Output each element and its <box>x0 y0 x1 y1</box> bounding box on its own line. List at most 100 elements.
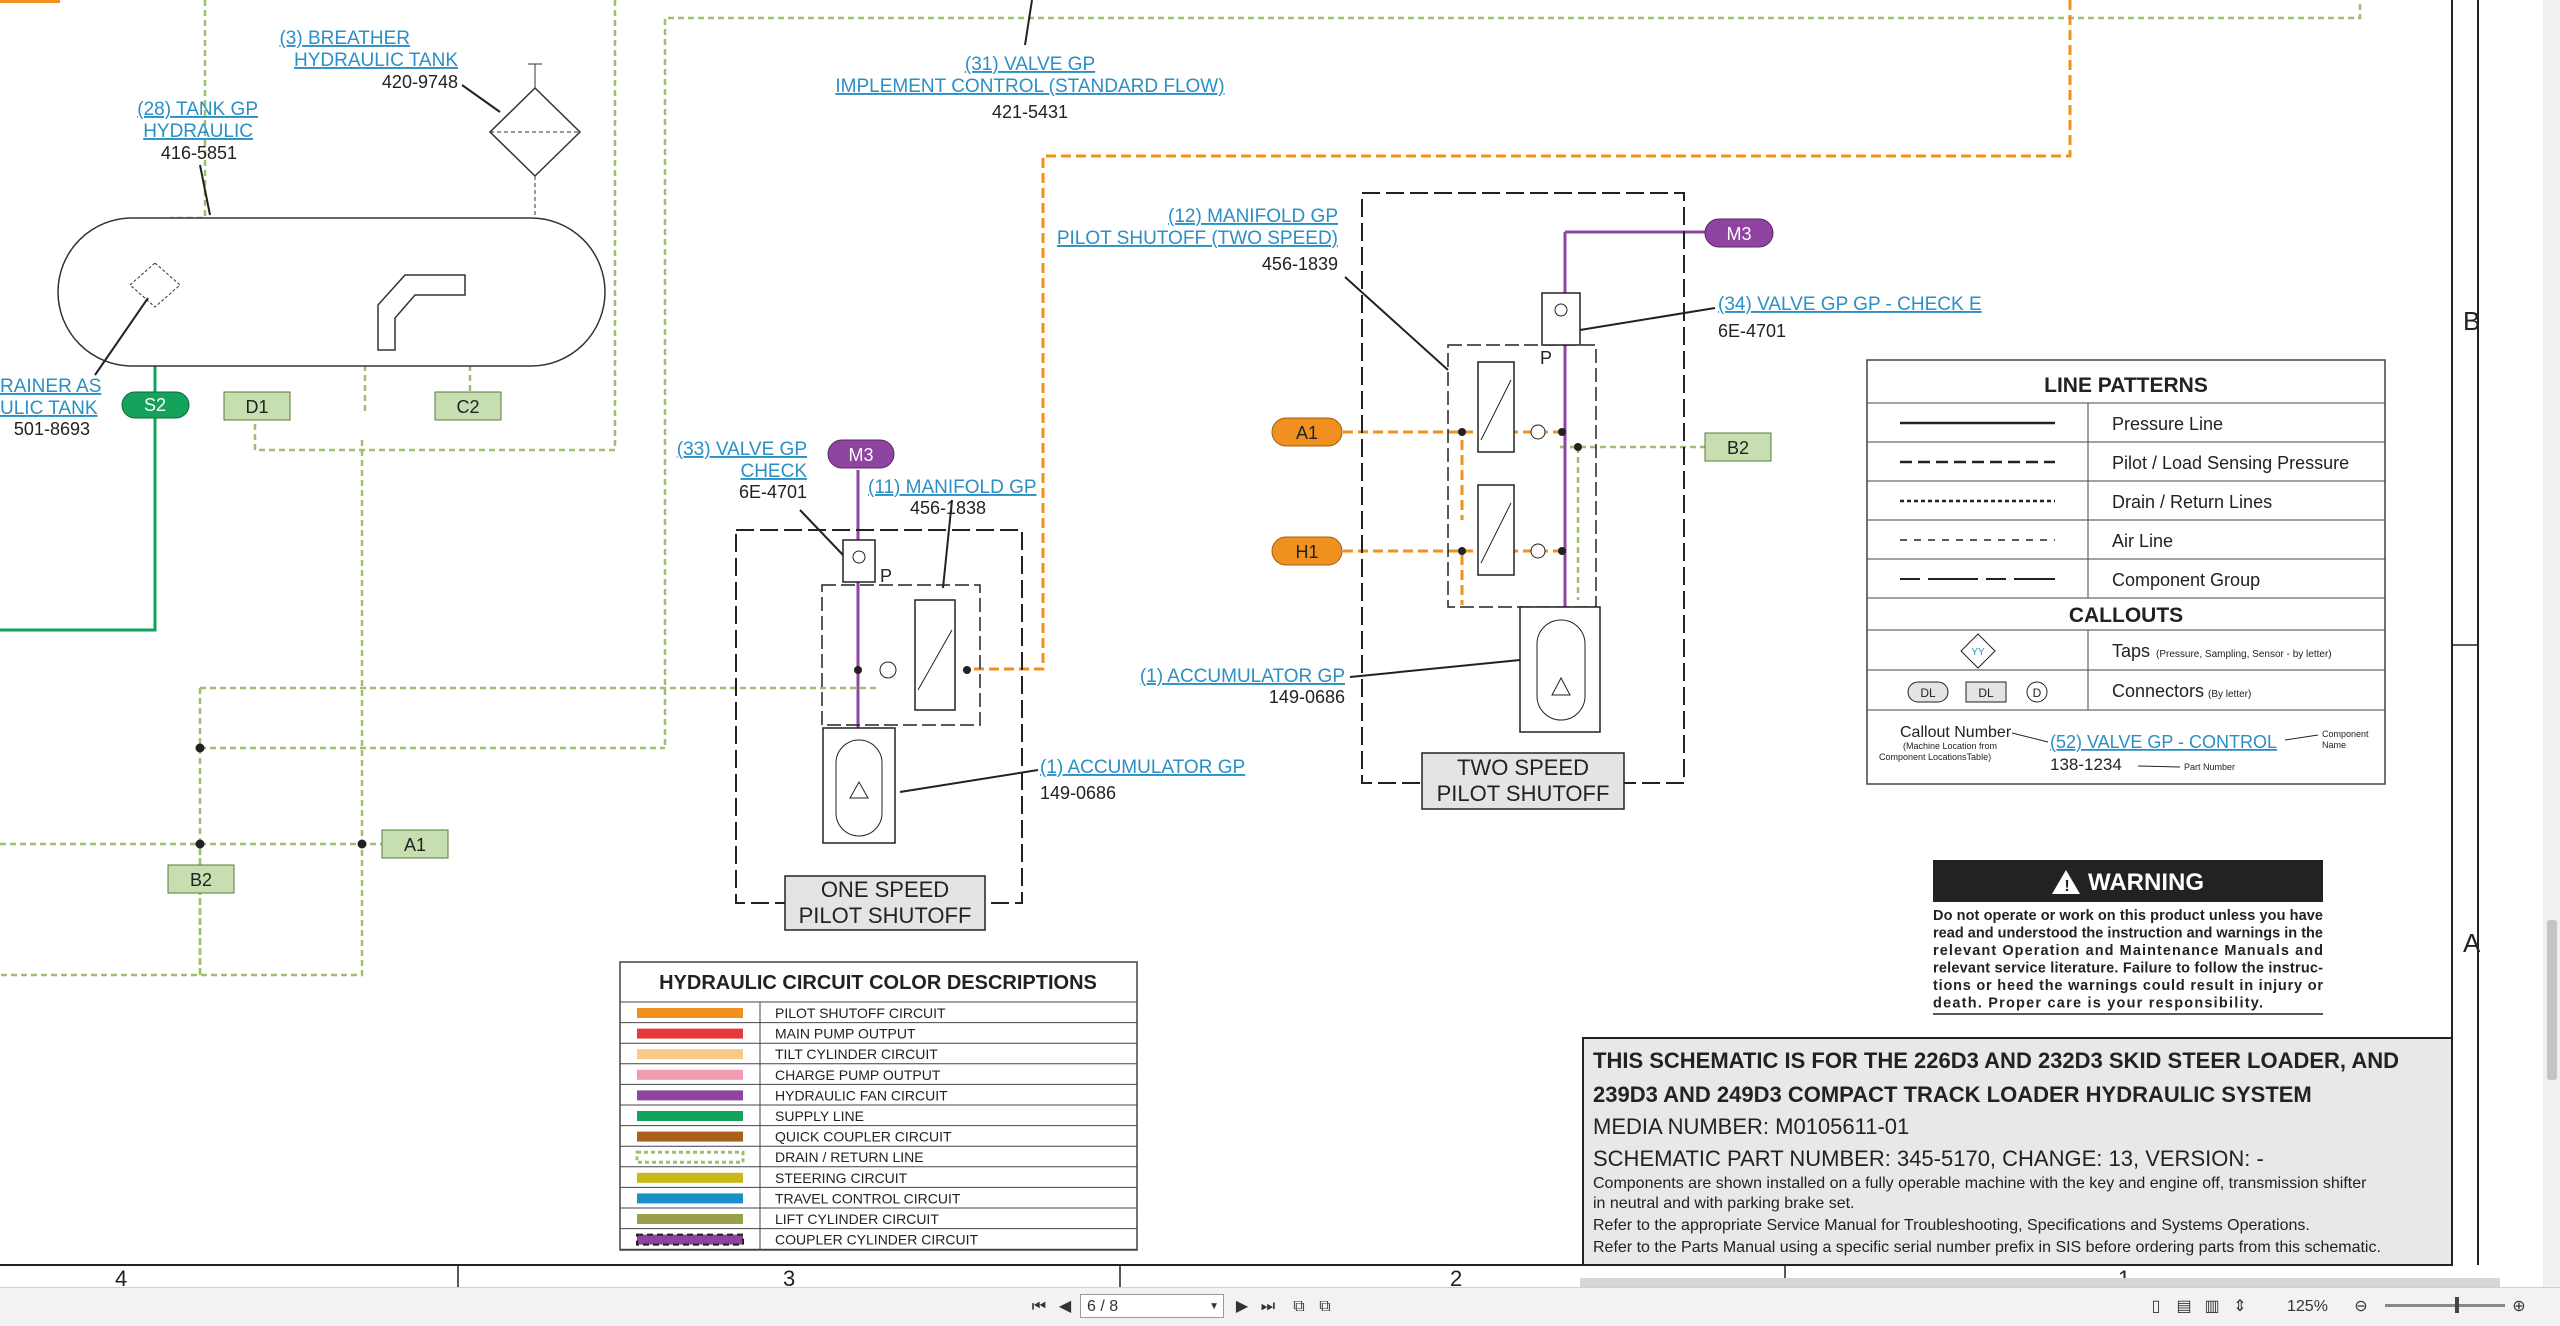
first-page-icon[interactable]: ⏮ <box>1031 1298 1047 1315</box>
p-port-2: P <box>1540 348 1552 368</box>
two-speed-label-box <box>1421 752 1625 810</box>
junction-dot <box>854 666 862 674</box>
accumulator-two-body <box>1536 619 1586 721</box>
title-block <box>1582 1037 2453 1266</box>
check-ball <box>852 550 866 564</box>
connectors-sub: (By letter) <box>2208 689 2251 700</box>
page-number-field[interactable]: 6 / 8▼ <box>1080 1294 1224 1318</box>
connector-s2-label: S2 <box>144 395 166 415</box>
manifold12-label-2[interactable]: PILOT SHUTOFF (TWO SPEED) <box>1057 228 1338 249</box>
strainer-leader <box>94 297 149 376</box>
manifold11-leader <box>942 499 953 589</box>
callout-sub-2: Component LocationsTable) <box>1879 752 1991 762</box>
junction-dot <box>1558 547 1566 555</box>
strainer-symbol <box>129 262 181 308</box>
junction-dot <box>1458 547 1466 555</box>
connector-m3-two-label: M3 <box>1726 224 1751 244</box>
schematic-part-number: SCHEMATIC PART NUMBER: 345-5170, CHANGE:… <box>1593 1146 2264 1171</box>
solenoid-valve-a <box>1477 361 1515 453</box>
breather-label[interactable]: (3) BREATHER <box>279 28 410 49</box>
zoom-slider[interactable] <box>2385 1304 2505 1307</box>
manifold12-box <box>1447 344 1597 608</box>
two-page-icon[interactable]: ▥ <box>2204 1298 2220 1315</box>
connector-h1-label: H1 <box>1295 542 1318 562</box>
legend-swatch <box>637 1172 743 1183</box>
connector-b2-right-label: B2 <box>1727 438 1749 458</box>
valve33-label[interactable]: (33) VALVE GP <box>677 439 807 460</box>
accum-two-label[interactable]: (1) ACCUMULATOR GP <box>1140 666 1345 687</box>
check-valve-34 <box>1541 292 1581 346</box>
solenoid-valve-b <box>1477 484 1515 576</box>
note-3: Refer to the appropriate Service Manual … <box>1593 1217 2310 1234</box>
zoom-level[interactable]: 125% <box>2287 1298 2328 1315</box>
note-2: in neutral and with parking brake set. <box>1593 1195 1854 1212</box>
warning-line: relevant Operation and Maintenance Manua… <box>1933 943 2323 959</box>
callouts-title: CALLOUTS <box>2069 604 2183 627</box>
one-speed-group <box>735 529 1023 904</box>
accum-two-part: 149-0686 <box>1269 687 1345 707</box>
junction-dot <box>195 743 205 753</box>
last-page-icon[interactable]: ⏭ <box>1260 1298 1276 1315</box>
strainer-label-2[interactable]: ULIC TANK <box>0 398 98 419</box>
valve31-part: 421-5431 <box>992 102 1068 122</box>
next-page-icon[interactable]: ▶ <box>1235 1298 1249 1315</box>
junction-dot <box>357 839 367 849</box>
two-speed-label: TWO SPEED <box>1457 755 1589 780</box>
fit-icon[interactable]: ⇕ <box>2233 1298 2247 1315</box>
page-dropdown-icon[interactable]: ▼ <box>1209 1301 1219 1312</box>
valve33-label-2[interactable]: CHECK <box>740 461 807 482</box>
legend-swatch <box>637 1069 743 1080</box>
two-speed-label-2: PILOT SHUTOFF <box>1437 781 1610 806</box>
warning-exclamation: ! <box>2064 878 2069 895</box>
junction-dot <box>1558 428 1566 436</box>
warning-header <box>1933 860 2323 902</box>
valve31-label[interactable]: (31) VALVE GP <box>965 54 1095 75</box>
warning-text: Do not operate or work on this product u… <box>1933 908 2323 1012</box>
continuous-page-icon[interactable]: ▤ <box>2176 1298 2192 1315</box>
breather-part: 420-9748 <box>382 72 458 92</box>
breather-label-2[interactable]: HYDRAULIC TANK <box>294 50 458 71</box>
zoom-in-icon[interactable]: ⊕ <box>2512 1298 2526 1315</box>
valve31-label-2[interactable]: IMPLEMENT CONTROL (STANDARD FLOW) <box>835 76 1224 97</box>
vertical-scroll-thumb[interactable] <box>2547 920 2557 1080</box>
valve34-part: 6E-4701 <box>1718 321 1786 341</box>
manifold11-label[interactable]: (11) MANIFOLD GP <box>868 477 1037 498</box>
zoom-out-icon[interactable]: ⊖ <box>2354 1298 2368 1315</box>
tank-label-2[interactable]: HYDRAULIC <box>143 121 253 142</box>
accum-one-label[interactable]: (1) ACCUMULATOR GP <box>1040 757 1245 778</box>
solenoid-valve-11 <box>914 599 956 711</box>
vertical-scrollbar[interactable] <box>2543 0 2560 1287</box>
legend-label: SUPPLY LINE <box>775 1108 864 1124</box>
warning-line: tions or heed the warnings could result … <box>1933 978 2323 994</box>
accum-one-part: 149-0686 <box>1040 783 1116 803</box>
legend-swatch <box>637 1214 743 1224</box>
orifice <box>1530 543 1546 559</box>
manifold12-label[interactable]: (12) MANIFOLD GP <box>1168 206 1338 227</box>
paste-icon[interactable]: ⧉ <box>1319 1298 1331 1315</box>
tank-label[interactable]: (28) TANK GP <box>137 99 258 120</box>
conn-sym-1: DL <box>1920 686 1936 700</box>
valve-arrow <box>1480 502 1512 564</box>
legend-label: HYDRAULIC FAN CIRCUIT <box>775 1087 948 1103</box>
prev-page-icon[interactable]: ◀ <box>1058 1298 1072 1315</box>
line-patterns-legend <box>1866 359 2386 785</box>
warning-line: relevant service literature. Failure to … <box>1933 961 2323 977</box>
single-page-icon[interactable]: ▯ <box>2151 1298 2161 1315</box>
warning-line: read and understood the instruction and … <box>1933 926 2323 942</box>
note-4: Refer to the Parts Manual using a specif… <box>1593 1239 2381 1256</box>
pattern-group: Component Group <box>2112 570 2260 590</box>
valve33-leader <box>799 509 844 556</box>
connectors-label: Connectors <box>2112 681 2204 701</box>
connector-b2-right <box>1704 432 1772 462</box>
copy-icon[interactable]: ⧉ <box>1293 1298 1305 1315</box>
valve34-label[interactable]: (34) VALVE GP GP - CHECK E <box>1718 294 1982 315</box>
manifold11-part: 456-1838 <box>910 498 986 518</box>
zoom-slider-thumb[interactable] <box>2455 1297 2459 1313</box>
strainer-label[interactable]: RAINER AS <box>0 376 101 397</box>
col-label-3: 3 <box>783 1266 795 1291</box>
accum-two-leader <box>1349 659 1521 678</box>
legend-swatch <box>637 1131 743 1142</box>
valve34-leader <box>1579 307 1716 331</box>
valve-arrow <box>917 629 953 691</box>
